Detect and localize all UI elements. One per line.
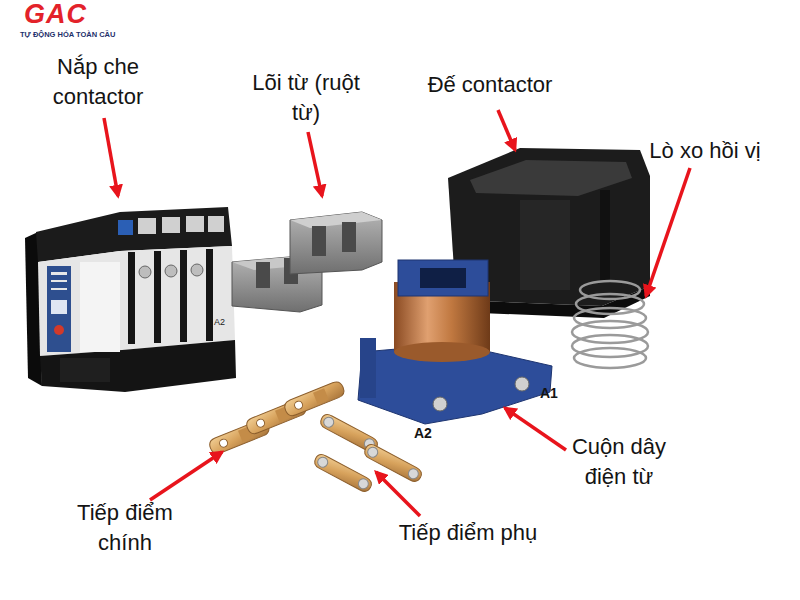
part-name: Tiếp điểm phụ xyxy=(398,518,538,548)
leader-arrow xyxy=(308,132,322,196)
return-spring xyxy=(572,335,648,357)
logo-text: GAC xyxy=(24,0,134,28)
contactor-cover xyxy=(139,266,151,278)
contactor-cover xyxy=(154,251,161,343)
auxiliary-contacts xyxy=(362,442,423,483)
contactor-cover xyxy=(138,218,156,234)
contactor-cover xyxy=(47,266,71,352)
contactor-cover xyxy=(186,216,204,232)
magnetic-core xyxy=(290,212,382,228)
contactor-cover xyxy=(25,207,236,392)
contactor-cover xyxy=(118,220,133,235)
pin-label: A2 xyxy=(214,317,238,327)
contactor-base xyxy=(600,190,610,280)
contactor-cover xyxy=(208,216,224,232)
contactor-cover xyxy=(54,325,64,335)
electromagnetic-coil xyxy=(360,338,376,398)
return-spring xyxy=(572,281,648,368)
leader-arrow xyxy=(505,408,566,450)
pin-label: A1 xyxy=(540,385,570,401)
contactor-cover xyxy=(38,246,235,356)
electromagnetic-coil xyxy=(420,268,466,288)
contactor-cover xyxy=(51,280,67,282)
leader-arrow xyxy=(104,110,690,516)
electromagnetic-coil xyxy=(398,260,488,296)
contactor-cover xyxy=(206,249,213,341)
part-name: Cuộn dây điện từ xyxy=(562,432,676,492)
leader-arrow xyxy=(104,118,118,196)
auxiliary-contacts xyxy=(312,452,373,493)
electromagnetic-coil xyxy=(433,397,447,411)
contactor-cover xyxy=(128,252,135,344)
contactor-cover xyxy=(51,300,67,314)
main-contacts xyxy=(283,380,346,418)
return-spring xyxy=(574,348,646,368)
contactor-cover xyxy=(162,217,180,233)
magnetic-core xyxy=(342,222,356,252)
contactor-cover xyxy=(180,250,187,342)
part-name: Lò xo hồi vị xyxy=(630,136,780,166)
magnetic-core xyxy=(290,212,382,274)
auxiliary-contacts xyxy=(312,412,423,493)
pin-label: A2 xyxy=(414,425,444,441)
magnetic-core xyxy=(312,226,326,256)
part-name: Tiếp điểm chính xyxy=(52,498,198,558)
return-spring xyxy=(572,321,648,343)
contactor-cover xyxy=(60,358,110,382)
electromagnetic-coil xyxy=(394,342,490,362)
leader-arrow xyxy=(376,472,420,516)
part-name: Lõi từ (ruột từ) xyxy=(246,68,366,128)
part-name: Đế contactor xyxy=(410,70,570,100)
contactor-base xyxy=(520,200,570,290)
contactor-cover xyxy=(165,265,177,277)
leader-arrow xyxy=(150,452,222,500)
magnetic-core xyxy=(232,212,382,312)
contactor-cover xyxy=(51,288,67,290)
contactor-cover xyxy=(51,272,67,275)
electromagnetic-coil xyxy=(358,260,552,424)
contactor-cover xyxy=(191,264,203,276)
magnetic-core xyxy=(256,262,270,288)
logo-tagline: TỰ ĐỘNG HÓA TOÀN CẦU xyxy=(20,30,140,39)
leader-arrow xyxy=(498,110,515,150)
contactor-cover xyxy=(80,262,120,352)
part-name: Nắp che contactor xyxy=(38,52,158,112)
leader-arrow xyxy=(646,168,690,296)
electromagnetic-coil xyxy=(515,377,529,391)
